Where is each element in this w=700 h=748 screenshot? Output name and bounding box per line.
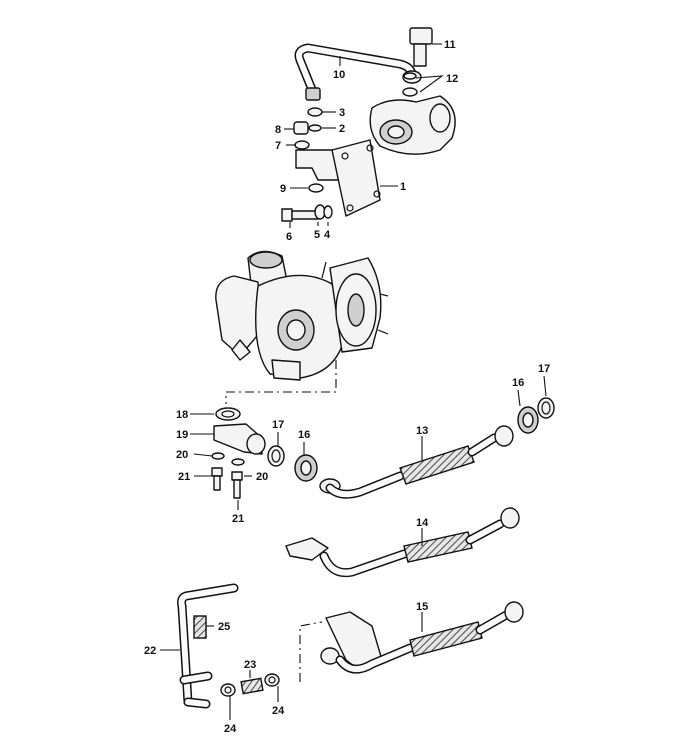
callout-14: 14 bbox=[416, 517, 429, 529]
callout-7: 7 bbox=[275, 140, 281, 152]
callout-16a: 16 bbox=[512, 377, 524, 389]
callout-23: 23 bbox=[244, 659, 256, 671]
callout-12: 12 bbox=[446, 73, 458, 85]
callout-18: 18 bbox=[176, 409, 188, 421]
hose-clamps bbox=[220, 673, 280, 697]
callout-21b: 21 bbox=[232, 513, 244, 525]
oil-pump-housing bbox=[369, 95, 456, 155]
alignment-line bbox=[225, 360, 337, 404]
leader-lines bbox=[160, 43, 547, 720]
callout-5: 5 bbox=[314, 229, 320, 241]
hose-13 bbox=[319, 397, 555, 499]
bracket bbox=[295, 139, 381, 217]
callout-24b: 24 bbox=[272, 705, 285, 717]
callout-1: 1 bbox=[400, 181, 406, 193]
callout-8: 8 bbox=[275, 124, 281, 136]
hose-15 bbox=[299, 601, 524, 682]
callout-22: 22 bbox=[144, 645, 156, 657]
callout-16b: 16 bbox=[298, 429, 310, 441]
callout-20a: 20 bbox=[176, 449, 188, 461]
pipe-22 bbox=[177, 583, 239, 709]
callout-11: 11 bbox=[444, 39, 456, 51]
callout-24a: 24 bbox=[224, 723, 237, 735]
callout-10: 10 bbox=[333, 69, 345, 81]
feed-fittings bbox=[293, 107, 324, 193]
callout-21a: 21 bbox=[178, 471, 190, 483]
callout-4: 4 bbox=[324, 229, 331, 241]
callout-19: 19 bbox=[176, 429, 188, 441]
callout-13: 13 bbox=[416, 425, 428, 437]
callout-20b: 20 bbox=[256, 471, 268, 483]
callout-9: 9 bbox=[280, 183, 286, 195]
callout-17a: 17 bbox=[538, 363, 550, 375]
banjo-bolt bbox=[402, 27, 433, 97]
flange-bolts bbox=[281, 204, 333, 222]
callout-6: 6 bbox=[286, 231, 292, 243]
callout-2: 2 bbox=[339, 123, 345, 135]
hose-23 bbox=[240, 677, 264, 695]
hose-25 bbox=[193, 615, 207, 639]
callout-3: 3 bbox=[339, 107, 345, 119]
return-fittings bbox=[211, 407, 318, 499]
callout-15: 15 bbox=[416, 601, 428, 613]
hose-14 bbox=[285, 507, 520, 578]
turbocharger bbox=[215, 250, 389, 381]
callout-17b: 17 bbox=[272, 419, 284, 431]
callout-25: 25 bbox=[218, 621, 230, 633]
